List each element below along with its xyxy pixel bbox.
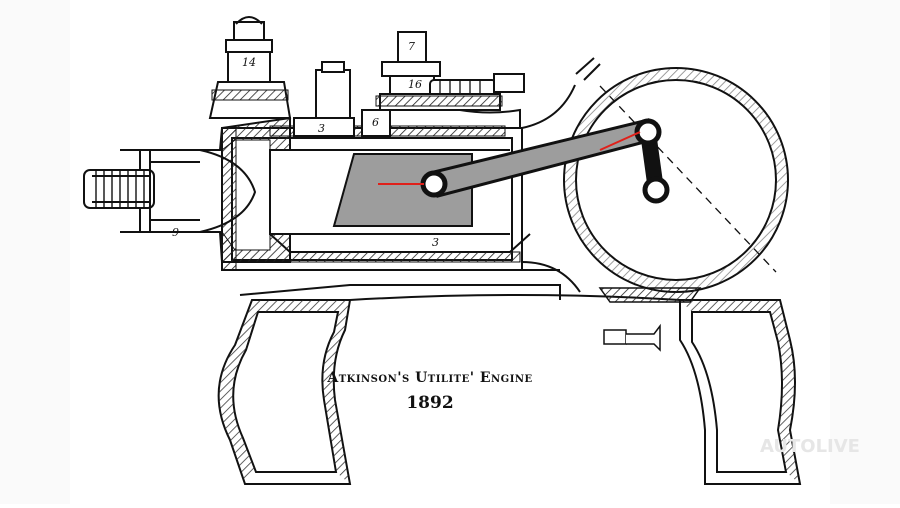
watermark: AUTOLIVE (760, 436, 860, 457)
crankshaft-pin (642, 176, 670, 204)
left-margin (0, 0, 70, 504)
part-number: 14 (242, 56, 256, 69)
part-number: 3 (318, 122, 325, 135)
gudgeon-pin (420, 170, 448, 198)
diagram-title: Atkinson's Utilite' Engine (327, 370, 533, 386)
part-number: 16 (408, 78, 422, 91)
right-margin (830, 0, 900, 504)
part-number-labels: 14 7 16 3 6 3 9 (172, 40, 439, 249)
motion-indicators (378, 131, 641, 185)
engine-base (217, 284, 802, 485)
oil-sump (598, 287, 702, 352)
diagram-year: 1892 (406, 393, 454, 413)
exhaust-fitting (293, 61, 391, 137)
part-number: 7 (408, 40, 415, 53)
ignition-plug (83, 149, 155, 233)
part-number: 6 (372, 116, 379, 129)
valve-gear (379, 31, 525, 128)
part-number: 9 (172, 226, 179, 239)
crank-pin (634, 118, 662, 146)
part-number: 3 (432, 236, 439, 249)
